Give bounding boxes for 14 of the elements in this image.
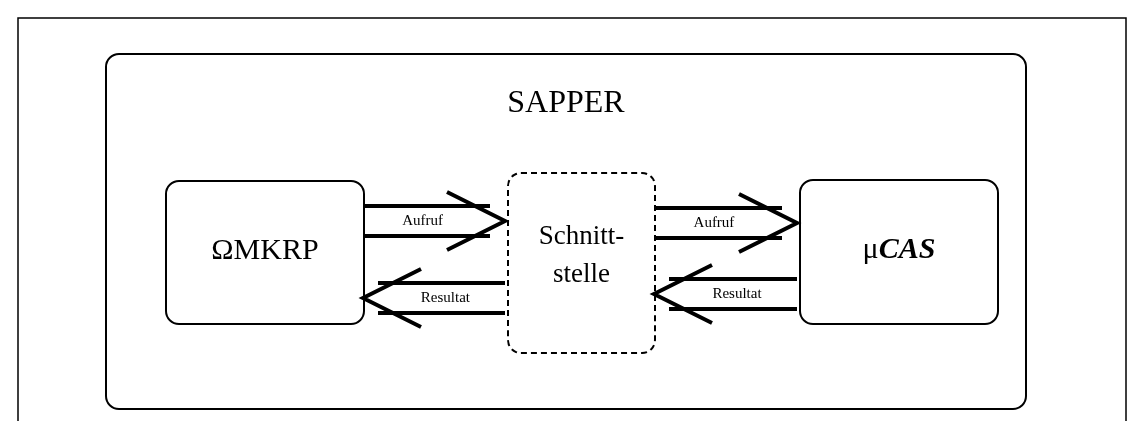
component-box xyxy=(799,179,999,325)
component-box xyxy=(165,180,365,325)
interface-box xyxy=(507,172,656,354)
edge-label: Resultat xyxy=(418,289,473,305)
system-frame xyxy=(105,53,1027,410)
diagram-heading: SAPPER xyxy=(507,83,625,119)
node-label: ΩMKRP xyxy=(211,232,319,265)
node-label: μCAS xyxy=(862,231,936,264)
node-label: Schnitt- stelle xyxy=(538,220,625,288)
edge-label: Aufruf xyxy=(400,212,445,228)
edge-label: Resultat xyxy=(710,285,764,301)
double-arrow xyxy=(649,263,799,325)
edge-label: Aufruf xyxy=(691,214,737,230)
double-arrow xyxy=(358,267,507,329)
